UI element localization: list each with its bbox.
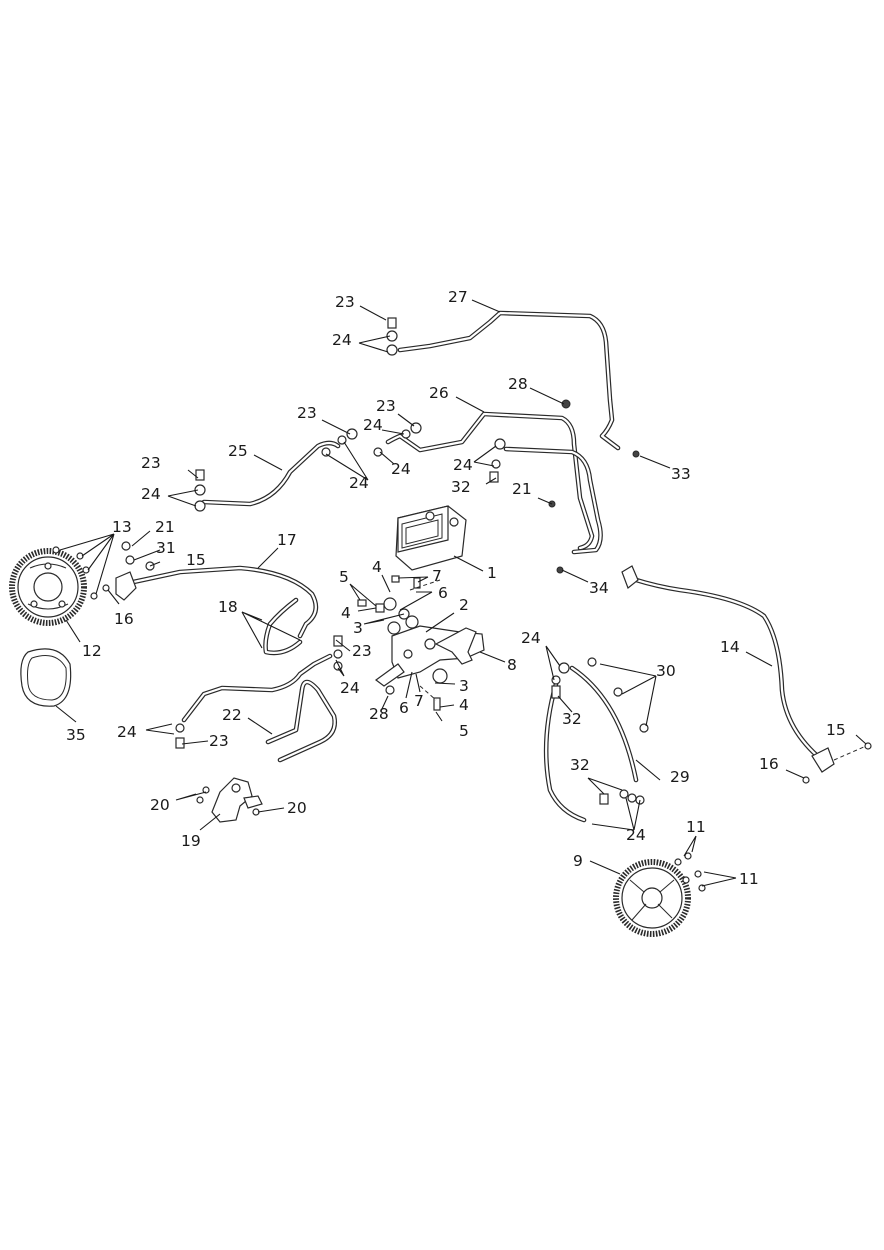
label-23: 23 (209, 732, 229, 750)
label-6: 6 (438, 584, 448, 602)
leader-lines (55, 299, 867, 887)
label-7: 7 (414, 692, 424, 710)
screws (52, 541, 872, 892)
label-6: 6 (399, 699, 409, 717)
label-27: 27 (448, 288, 468, 306)
label-4: 4 (372, 558, 382, 576)
label-7: 7 (432, 567, 442, 585)
label-23: 23 (141, 454, 161, 472)
label-11: 11 (686, 818, 706, 836)
label-23: 23 (376, 397, 396, 415)
banjo-fittings (175, 317, 649, 805)
part-number-labels: 1 2 3 3 4 4 4 5 5 6 6 7 7 8 9 11 11 12 1… (66, 288, 846, 888)
label-20: 20 (287, 799, 307, 817)
label-32: 32 (562, 710, 582, 728)
label-5: 5 (459, 722, 469, 740)
label-16: 16 (114, 610, 134, 628)
label-16: 16 (759, 755, 779, 773)
label-32: 32 (451, 478, 471, 496)
label-24: 24 (332, 331, 352, 349)
label-26: 26 (429, 384, 449, 402)
label-5: 5 (339, 568, 349, 586)
label-23: 23 (335, 293, 355, 311)
label-24: 24 (349, 474, 369, 492)
label-24: 24 (141, 485, 161, 503)
label-1: 1 (487, 564, 497, 582)
label-17: 17 (277, 531, 297, 549)
label-24: 24 (626, 826, 646, 844)
brake-pipes (121, 310, 825, 823)
label-19: 19 (181, 832, 201, 850)
label-22: 22 (222, 706, 242, 724)
label-32: 32 (570, 756, 590, 774)
label-23: 23 (352, 642, 372, 660)
gasket-35 (20, 648, 72, 707)
sensor-rear (811, 747, 835, 773)
label-24: 24 (521, 629, 541, 647)
grommets (383, 597, 448, 684)
label-3: 3 (353, 619, 363, 637)
label-20: 20 (150, 796, 170, 814)
label-31: 31 (156, 539, 176, 557)
label-12: 12 (82, 642, 102, 660)
bracket-8 (434, 627, 477, 665)
front-reluctor-ring (9, 548, 87, 626)
label-11: 11 (739, 870, 759, 888)
label-35: 35 (66, 726, 86, 744)
label-30: 30 (656, 662, 676, 680)
clamp-19 (211, 777, 263, 823)
label-24: 24 (391, 460, 411, 478)
label-21: 21 (155, 518, 175, 536)
sensor-front (115, 571, 137, 601)
label-34: 34 (589, 579, 609, 597)
label-28: 28 (369, 705, 389, 723)
label-23: 23 (297, 404, 317, 422)
label-15: 15 (186, 551, 206, 569)
brake-pipe-22 (181, 653, 333, 723)
label-29: 29 (670, 768, 690, 786)
rear-reluctor-ring (613, 859, 691, 937)
label-13: 13 (112, 518, 132, 536)
label-24: 24 (453, 456, 473, 474)
label-28: 28 (508, 375, 528, 393)
label-8: 8 (507, 656, 517, 674)
connector-14 (621, 565, 639, 589)
label-24: 24 (117, 723, 137, 741)
label-9: 9 (573, 852, 583, 870)
label-24: 24 (340, 679, 360, 697)
label-4: 4 (459, 696, 469, 714)
abs-modulator (395, 505, 467, 571)
label-33: 33 (671, 465, 691, 483)
label-24: 24 (363, 416, 383, 434)
label-15: 15 (826, 721, 846, 739)
label-25: 25 (228, 442, 248, 460)
label-18: 18 (218, 598, 238, 616)
label-14: 14 (720, 638, 740, 656)
label-2: 2 (459, 596, 469, 614)
label-4: 4 (341, 604, 351, 622)
label-3: 3 (459, 677, 469, 695)
label-21: 21 (512, 480, 532, 498)
